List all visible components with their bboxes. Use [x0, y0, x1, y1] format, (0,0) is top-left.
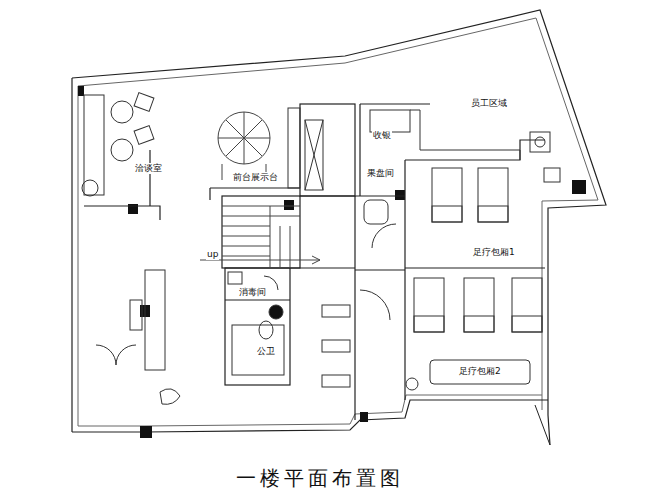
room-label: 公卫: [256, 346, 276, 357]
bed: [406, 132, 560, 390]
room-label: 收银: [372, 130, 392, 141]
furniture: [82, 93, 520, 405]
stair: [200, 112, 320, 268]
room-label: 足疗包厢1: [472, 247, 516, 258]
room-label: 前台展示台: [232, 172, 279, 183]
column: [78, 86, 586, 438]
room-label: 足疗包厢2: [458, 366, 502, 377]
room-label: up: [206, 249, 219, 260]
outer-wall: [72, 10, 606, 445]
room-label: 洽谈室: [134, 163, 163, 174]
room-label: 果盘间: [366, 168, 395, 179]
interior-wall: [84, 104, 545, 420]
room-label: 消毒间: [238, 287, 267, 298]
plan-title: 一楼平面布置图: [236, 466, 404, 490]
room-label: 员工区域: [470, 98, 508, 109]
